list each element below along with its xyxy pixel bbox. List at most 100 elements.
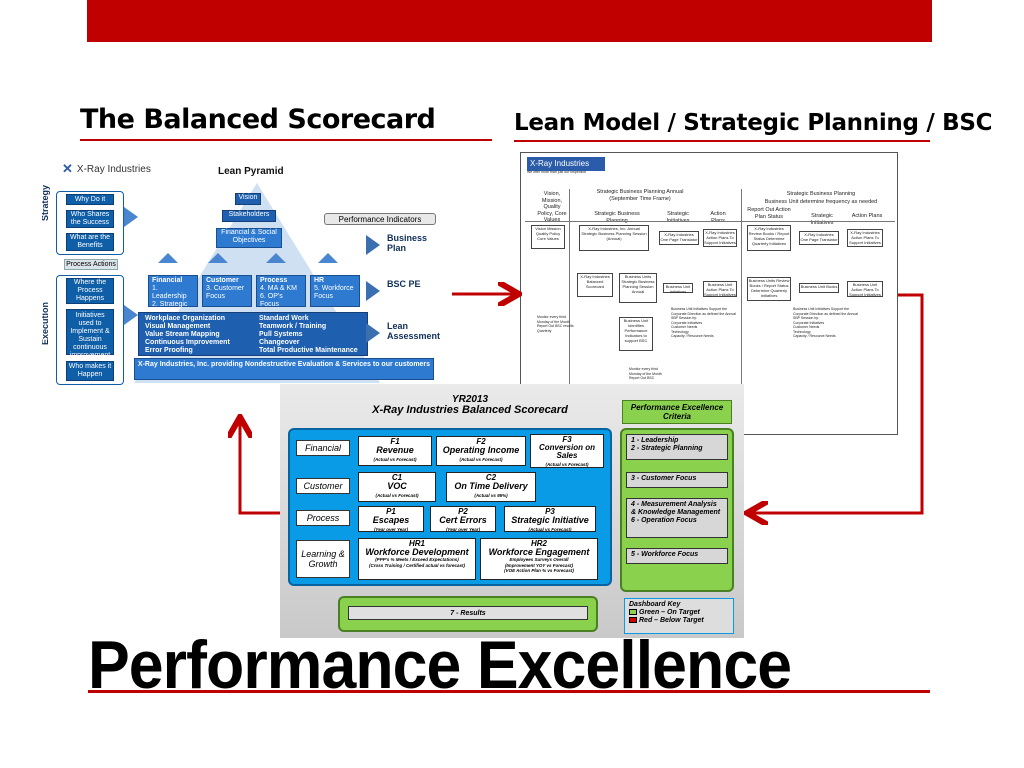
flow-bu-action-box-2: Business Unit Action Plans To Support In… (847, 281, 883, 297)
kpi-c2-sub: (Actual vs 95%) (474, 493, 508, 498)
kpi-p1-name: Escapes (372, 515, 410, 525)
flow-bu-books-box: Business Unit Books (799, 283, 839, 293)
flow-freq-sub: Business Unit determine frequency as nee… (764, 199, 878, 205)
pillar-process-body: 4. MA & KM 6. OP's Focus (260, 285, 297, 308)
kpi-f3-name: Conversion on Sales (538, 443, 595, 460)
kpi-c1-name: VOC (387, 481, 407, 491)
flow-bullet: Corporate Initiatives (671, 320, 703, 325)
flow-annual-col-1: Strategic Business Planning (594, 211, 640, 224)
process-actions-box: Process Actions (64, 259, 118, 270)
flow-bullet: Capacity / Resource Needs (793, 334, 836, 338)
pec-customer-focus: 3 - Customer Focus (626, 472, 728, 488)
balanced-scorecard-panel: YR2013 X-Ray Industries Balanced Scoreca… (280, 384, 744, 638)
flow-freq-col-1: Report Out Action Plan Status (747, 207, 791, 220)
kpi-c1-code: C1 (391, 473, 403, 482)
up-arrow-icon (266, 253, 286, 263)
flow-monitor-note: Monitor every third Monday of the Month … (537, 315, 574, 333)
balanced-scorecard-heading: The Balanced Scorecard (80, 104, 436, 135)
kpi-p1-code: P1 (386, 507, 396, 516)
lean-tools-right: Standard Work Teamwork / Training Pull S… (259, 315, 358, 354)
flow-review-box: X-Ray Industries Review Books / Report S… (747, 225, 791, 251)
pyramid-brand-text: X-Ray Industries (76, 163, 151, 175)
kpi-p2-name: Cert Errors (439, 515, 487, 525)
kpi-p2-sub: (Year over Year) (445, 527, 481, 532)
row-financial: Financial (296, 440, 350, 456)
kpi-hr1-name: Workforce Development (365, 547, 469, 557)
pillar-customer-head: Customer (206, 277, 239, 284)
dashboard-key-red: Red – Below Target (629, 617, 729, 625)
chevron-icon (366, 323, 380, 343)
top-accent-bar (87, 0, 932, 42)
results-label: 7 - Results (348, 606, 588, 620)
row-learning-growth: Learning & Growth (296, 540, 350, 578)
right-arrow-icon (124, 207, 138, 227)
up-arrow-icon (208, 253, 228, 263)
flow-freq-col-3: Action Plans (851, 213, 883, 219)
kpi-p2-code: P2 (458, 507, 468, 516)
flow-left-head: Vision, Mission, Quality Policy, Core Va… (537, 191, 567, 223)
pyramid-title: Lean Pyramid (218, 166, 284, 177)
flow-bu-init-box: Business Unit Initiatives (663, 283, 693, 294)
dashboard-green-text: Green – On Target (639, 609, 700, 616)
flow-one-page-box: X-Ray Industries One Page Translator (659, 231, 699, 245)
flow-bu-review-box: Business Units Review Books / Report Sta… (747, 277, 791, 301)
kpi-f2-code: F2 (476, 437, 486, 446)
who-makes-box: Who makes it Happen (66, 361, 114, 381)
flow-bullet: Customer Needs (793, 325, 820, 329)
kpi-f1-name: Revenue (376, 445, 414, 455)
flow-bsc-box: X-Ray Industries Balanced Scorecard (577, 273, 613, 297)
flow-divider (569, 189, 570, 429)
heading-underline-left (80, 139, 492, 141)
flow-action-box-2: X-Ray Industries Action Plans To Support… (847, 229, 883, 247)
flow-divider (525, 221, 895, 222)
dashboard-key-title: Dashboard Key (629, 601, 681, 608)
kpi-f2-sub: (Actual vs Forecast) (459, 457, 503, 462)
main-title-underline (88, 690, 930, 693)
lean-tools-base: Workplace Organization Visual Management… (138, 312, 368, 356)
dashboard-key-green: Green – On Target (629, 609, 729, 617)
flow-logo-bar: X-Ray Industries (527, 157, 605, 171)
kpi-c2-name: On Time Delivery (454, 481, 528, 491)
kpi-hr1-code: HR1 (408, 539, 425, 548)
bsc-pe-label: BSC PE (387, 279, 421, 289)
pillar-hr-head: HR (314, 277, 325, 284)
pillar-hr-body: 5. Workforce Focus (314, 285, 354, 300)
flow-support-text-2: Business Unit Initiatives Support the Co… (793, 307, 858, 320)
pillar-customer-body: 3. Customer Focus (206, 285, 245, 300)
flow-monitor-note-2: Monitor every third Monday of the Month … (629, 367, 662, 380)
flow-annual-box: X-Ray Industries, Inc. Annual Strategic … (579, 225, 649, 251)
kpi-p3-code: P3 (545, 507, 555, 516)
business-plan-label: Business Plan (387, 233, 428, 253)
up-arrow-icon (158, 253, 178, 263)
flow-bu-session-box: Business Units Strategic Business Planni… (619, 273, 657, 303)
why-do-it-box: Why Do it (66, 194, 114, 205)
kpi-p3-name: Strategic Initiative (511, 515, 589, 525)
kpi-hr2-code: HR2 (530, 539, 547, 548)
benefits-box: What are the Benefits (66, 233, 114, 251)
pec-title: Performance Excellence Criteria (622, 400, 732, 424)
arrow-bsc-to-pyramid (240, 420, 282, 515)
kpi-f3-sub: (Actual vs Forecast) (545, 462, 589, 467)
strategy-group (56, 191, 124, 255)
kpi-f1-code: F1 (390, 437, 400, 446)
flow-support-block-2: Business Unit Initiatives Support the Co… (793, 307, 863, 339)
pillar-financial-head: Financial (152, 277, 183, 284)
kpi-p3-sub: (Actual vs Forecast) (528, 527, 572, 532)
green-swatch-icon (629, 609, 637, 616)
lean-assessment-label: Lean Assessment (387, 321, 441, 341)
results-bar: 7 - Results (338, 596, 598, 632)
flow-freq-head: Strategic Business Planning (786, 191, 856, 197)
flow-annual-col-3: Action Plans (710, 211, 726, 224)
